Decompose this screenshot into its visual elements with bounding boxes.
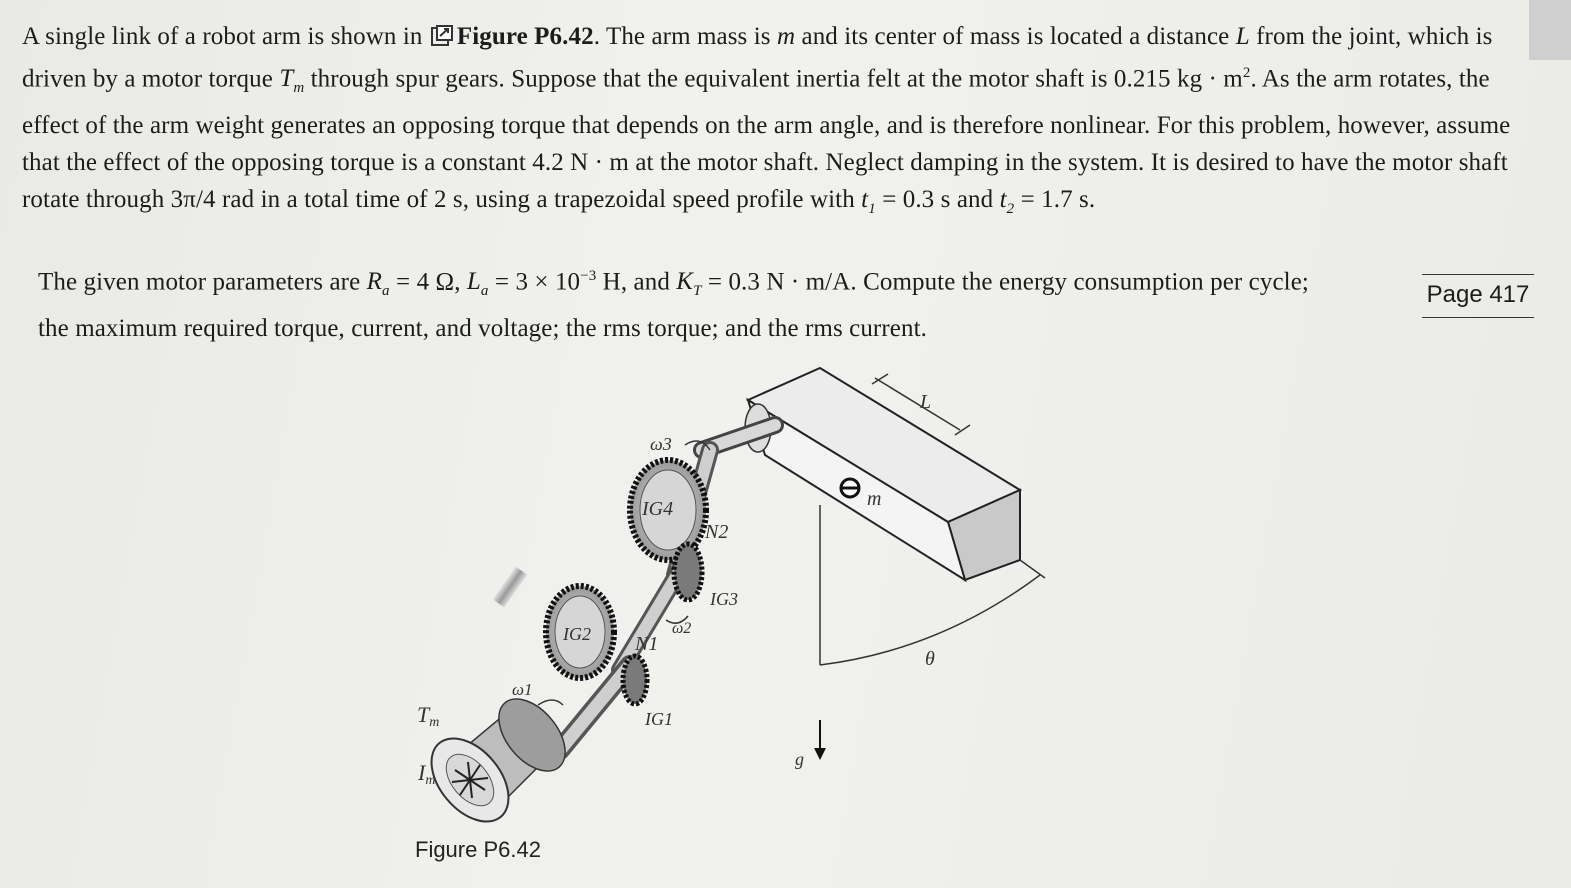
math-var: m — [776, 23, 796, 50]
math-sub: T — [693, 283, 702, 300]
label-ig1: IG1 — [644, 709, 673, 729]
problem-paragraph-2: The given motor parameters are Ra = 4 Ω,… — [38, 258, 1338, 347]
label-ig2: IG2 — [562, 624, 591, 644]
label-n1: N1 — [634, 633, 658, 655]
math-sup: −3 — [580, 268, 597, 284]
math-var: KT — [676, 268, 701, 299]
arm-link — [744, 366, 1023, 583]
text-span: = 1.7 s. — [1020, 186, 1096, 214]
problem-paragraph-1: A single link of a robot arm is shown in… — [22, 18, 1527, 228]
math-letter: t — [861, 186, 869, 214]
text-span: H, and — [602, 268, 670, 296]
math-var: L — [1235, 23, 1250, 50]
external-link-icon[interactable] — [430, 25, 453, 47]
label-tm: Tm — [417, 702, 439, 730]
math-var: t1 — [861, 186, 876, 217]
motor — [430, 698, 566, 823]
text-span: from the joint, which is driven by a mot… — [22, 23, 1493, 93]
label-omega3: ω3 — [650, 434, 672, 454]
label-theta: θ — [925, 648, 935, 670]
text-span: . The arm mass is — [593, 23, 771, 50]
gear-g4 — [627, 457, 709, 563]
theta-arc — [819, 574, 1041, 666]
text-span: through spur gears. Suppose that the equ… — [310, 65, 1243, 93]
text-span: = 3 × 10 — [494, 268, 581, 296]
math-sup: 2 — [1242, 65, 1251, 81]
page-number-label: Page 417 — [1422, 274, 1534, 318]
omega2-arrow — [665, 615, 689, 624]
math-letter: T — [279, 65, 294, 93]
text-span: . As the arm rotates, the effect of the … — [22, 65, 1511, 214]
math-letter: R — [366, 268, 383, 296]
label-tm-letter: T — [417, 702, 431, 727]
gear-g3 — [671, 541, 705, 603]
math-var: La — [466, 268, 489, 299]
label-length: L — [919, 391, 931, 413]
text-span: A single link of a robot arm is shown in — [22, 23, 423, 50]
label-omega1: ω1 — [512, 680, 533, 699]
text-span: and its center of mass is located a dist… — [801, 23, 1230, 50]
text-span: = 0.3 N · m/A. Compute the energy consum… — [38, 268, 1309, 343]
omega3-arrow — [684, 440, 711, 451]
math-letter: t — [999, 186, 1007, 214]
figure-caption: Figure P6.42 — [415, 837, 541, 862]
label-ig3: IG3 — [709, 589, 738, 609]
math-var: t2 — [999, 186, 1015, 217]
math-letter: L — [466, 268, 481, 296]
text-span: The given motor parameters are — [38, 268, 361, 296]
length-dimension-line — [874, 377, 961, 431]
label-im-letter: I — [417, 760, 427, 785]
figure-link[interactable]: Figure P6.42 — [456, 23, 594, 50]
text-span: = 0.3 s and — [882, 186, 994, 214]
math-sub: m — [293, 80, 305, 97]
text-span: = 4 Ω, — [396, 268, 461, 296]
label-n2: N2 — [704, 521, 728, 543]
page-edge — [1529, 0, 1571, 60]
math-letter: K — [676, 268, 694, 296]
label-im-sub: m — [425, 773, 435, 788]
label-im: Im — [417, 760, 435, 788]
label-mass: m — [867, 488, 881, 510]
label-ig4: IG4 — [641, 498, 673, 520]
gear-g1 — [620, 653, 650, 707]
math-sub: 2 — [1006, 201, 1015, 218]
label-gravity: g — [795, 749, 804, 769]
omega1-arrow — [537, 699, 564, 706]
math-sub: a — [382, 283, 390, 300]
math-sub: a — [480, 283, 489, 300]
math-var: Ra — [366, 268, 390, 299]
math-sub: 1 — [868, 201, 876, 218]
label-tm-sub: m — [429, 715, 439, 730]
label-omega2: ω2 — [672, 620, 691, 637]
robot-arm-figure: ω3 IG4 N2 IG3 ω2 IG2 N1 IG1 ω1 Tm Im m L… — [417, 366, 1046, 823]
gear-g2 — [543, 583, 617, 681]
math-var: Tm — [279, 65, 304, 96]
